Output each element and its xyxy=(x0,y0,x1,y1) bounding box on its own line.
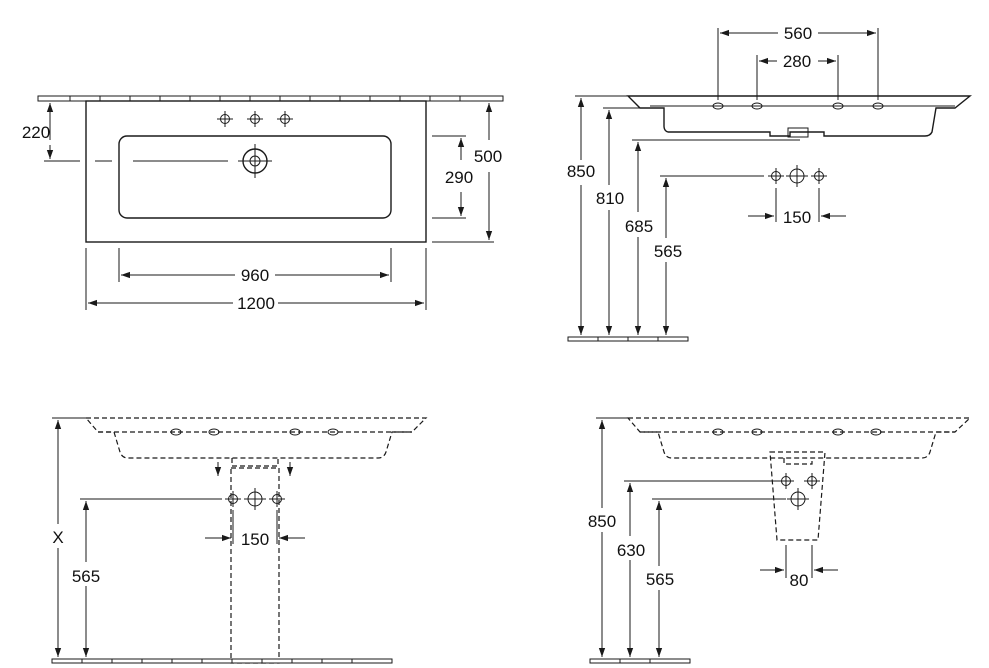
top-view: 220 290 500 960 1200 xyxy=(22,95,504,313)
basin-profile xyxy=(626,95,972,137)
dim-supply-height: 565 xyxy=(646,570,674,589)
dim-supply-spacing: 150 xyxy=(241,530,269,549)
floor-hatching xyxy=(567,336,689,342)
bowl-outline xyxy=(118,135,392,219)
dim-supply-spacing: 80 xyxy=(790,571,809,590)
tap-hole-icon xyxy=(246,110,264,128)
tap-hole-icon xyxy=(276,110,294,128)
dim-variable-height: X xyxy=(52,528,63,547)
dim-tap-spacing-outer: 560 xyxy=(784,24,812,43)
supply-valve-icon xyxy=(767,167,785,185)
dim-supply-height: 565 xyxy=(72,567,100,586)
basin-outline xyxy=(85,100,427,243)
dim-basin-depth: 290 xyxy=(445,168,473,187)
front-view-pedestal: X 565 150 xyxy=(51,417,428,664)
supply-valve-icon xyxy=(777,472,795,490)
tap-hole-icon xyxy=(216,110,234,128)
dim-waste-height: 630 xyxy=(617,541,645,560)
dim-basin-width: 960 xyxy=(241,266,269,285)
dim-tap-spacing-inner: 280 xyxy=(783,52,811,71)
side-view: 560 280 850 810 685 565 xyxy=(567,24,972,342)
floor-hatching xyxy=(589,658,691,664)
dim-supply-spacing: 150 xyxy=(783,208,811,227)
basin-dashed-outline xyxy=(84,417,428,459)
wall-hatching xyxy=(37,95,504,102)
supply-valve-icon xyxy=(803,472,821,490)
waste-outlet-icon xyxy=(243,487,267,511)
dim-outer-depth: 500 xyxy=(474,147,502,166)
dim-supply-height: 565 xyxy=(654,242,682,261)
dim-waste-height: 685 xyxy=(625,217,653,236)
half-pedestal-dashed-outline xyxy=(769,451,826,541)
dim-rim-height: 850 xyxy=(588,512,616,531)
floor-hatching xyxy=(51,658,393,664)
supply-valve-icon xyxy=(268,490,286,508)
front-view-half-pedestal: 850 630 565 80 xyxy=(588,417,972,664)
dim-underside-height: 810 xyxy=(596,189,624,208)
waste-outlet-icon xyxy=(785,164,809,188)
waste-outlet-icon xyxy=(786,487,810,511)
dim-outer-width: 1200 xyxy=(237,294,275,313)
dim-rim-height: 850 xyxy=(567,162,595,181)
supply-valve-icon xyxy=(810,167,828,185)
basin-dashed-outline xyxy=(626,417,972,459)
dim-tap-offset: 220 xyxy=(22,123,50,142)
waste-icon xyxy=(238,144,272,178)
supply-valve-icon xyxy=(224,490,242,508)
